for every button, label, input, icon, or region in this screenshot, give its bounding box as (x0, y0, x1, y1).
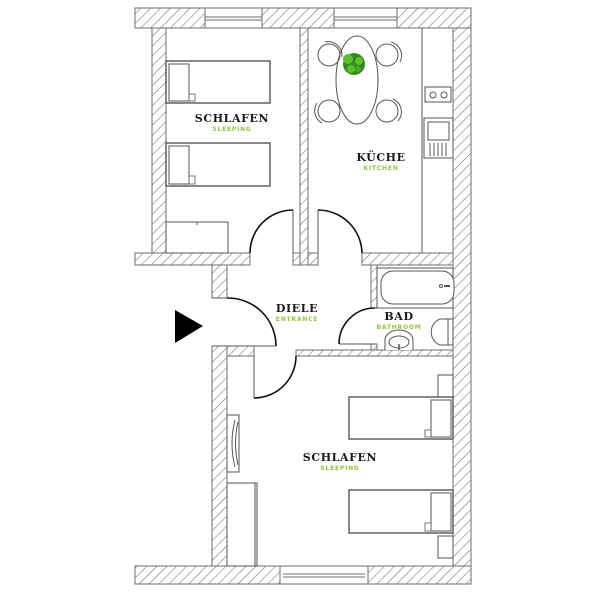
room-label-bedroom-top: SCHLAFEN SLEEPING (195, 112, 269, 135)
wall-bedroom-bottom-right (292, 252, 301, 266)
room-label-bathroom: BAD BATHROOM (376, 310, 421, 333)
wall-hall-left-upper (211, 264, 228, 299)
chair-icon (375, 41, 403, 67)
room-title: KÜCHE (356, 151, 406, 164)
door-bathroom (338, 307, 377, 345)
room-title: SCHLAFEN (194, 112, 270, 125)
chair-icon (317, 41, 343, 67)
washbasin-icon (384, 329, 414, 350)
bed-icon (165, 60, 271, 104)
bed-icon (165, 142, 271, 187)
wall-top-mid (261, 7, 335, 29)
chair-icon (314, 99, 341, 124)
door-kitchen (317, 209, 363, 254)
sink-icon (423, 117, 454, 159)
windows (204, 7, 398, 585)
room-title: BAD (384, 310, 414, 323)
wall-hall-bedroom-left (226, 345, 255, 357)
wall-hall-bedroom-right (295, 349, 454, 357)
wall-bath-left-upper (370, 264, 378, 309)
desk-lamp-icon (226, 414, 240, 473)
room-label-hall: DIELE ENTRANCE (276, 302, 318, 325)
wall-bottom-left (134, 565, 281, 585)
window-top-bedroom (204, 7, 263, 29)
room-title: DIELE (275, 302, 319, 315)
wall-kitchen-bottom-left (307, 252, 319, 266)
window-top-kitchen (333, 7, 398, 29)
door-bedroom-bottom (253, 355, 297, 399)
chair-icon (375, 98, 402, 123)
room-subtitle: ENTRANCE (275, 316, 319, 323)
window-bottom-bedroom (279, 565, 369, 585)
room-title: SCHLAFEN (302, 451, 378, 464)
room-label-kitchen: KÜCHE KITCHEN (356, 151, 405, 174)
furniture-bathroom (376, 267, 455, 350)
room-subtitle: SLEEPING (320, 465, 360, 472)
furniture-bedroom-top (165, 60, 271, 254)
bathtub-icon (376, 267, 455, 309)
bed-icon (348, 396, 454, 440)
room-subtitle: BATHROOM (376, 324, 422, 331)
wall-top-left (134, 7, 206, 29)
room-subtitle: KITCHEN (363, 165, 399, 172)
wall-left-lower (211, 345, 228, 567)
wardrobe-icon (226, 482, 258, 567)
wall-top-right (396, 7, 472, 29)
nightstand-icon (437, 374, 454, 559)
walls (134, 7, 472, 585)
entrance-arrow-icon (175, 310, 203, 343)
wall-kitchen-bottom-right (361, 252, 454, 266)
plant-icon (343, 53, 365, 75)
wall-partition-bedroom-kitchen (299, 27, 309, 266)
wall-bottom-right (367, 565, 472, 585)
door-entrance (212, 297, 277, 347)
wall-bedroom-bottom-left (134, 252, 251, 266)
dining-table-icon (335, 35, 379, 125)
wall-bath-left-lower (370, 343, 378, 351)
furniture-bedroom-bottom (226, 374, 454, 567)
wall-left-upper (151, 27, 167, 254)
wardrobe-icon (165, 221, 229, 254)
stove-icon (424, 86, 452, 103)
room-subtitle: SLEEPING (212, 126, 252, 133)
doors (212, 209, 377, 399)
wall-right (452, 27, 472, 585)
toilet-icon (430, 318, 454, 346)
door-bedroom-top (249, 209, 294, 254)
bed-icon (348, 489, 454, 534)
furniture-kitchen (314, 28, 454, 253)
room-label-bedroom-bottom: SCHLAFEN SLEEPING (303, 451, 377, 474)
